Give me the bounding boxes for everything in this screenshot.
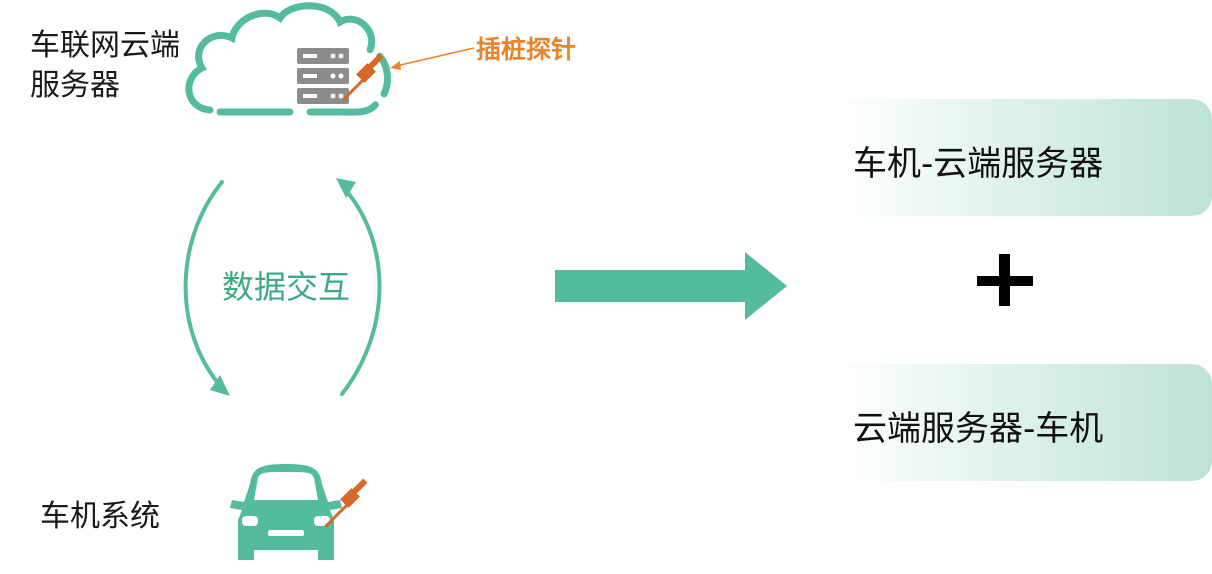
car-icon: [230, 464, 342, 560]
result-label-cloud-to-car: 云端服务器-车机: [853, 409, 1104, 449]
car-pushpin-icon: [324, 478, 368, 528]
result-box-car-to-cloud: 车机-云端服务器: [835, 99, 1212, 216]
result-box-cloud-to-car: 云端服务器-车机: [835, 364, 1212, 481]
car-system-label: 车机系统: [40, 499, 160, 534]
result-label-car-to-cloud: 车机-云端服务器: [853, 144, 1104, 184]
exchange-arrows: [183, 178, 382, 396]
probe-label: 插桩探针: [476, 35, 577, 64]
data-exchange-label: 数据交互: [222, 268, 351, 306]
plus-icon: [977, 254, 1033, 306]
right-arrow-icon: [555, 252, 787, 320]
probe-pointer-arrow: [390, 47, 475, 70]
cloud-icon: [185, 2, 391, 116]
cloud-server-label: 车联网云端服务器: [30, 28, 180, 103]
server-icon: [297, 48, 349, 104]
pushpin-icon: [342, 53, 384, 101]
